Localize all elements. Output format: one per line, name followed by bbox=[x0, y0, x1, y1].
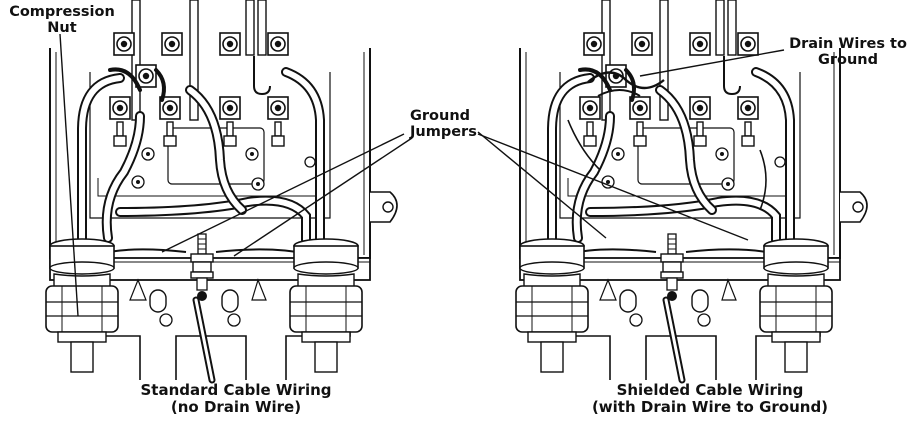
caption-standard-title: Standard Cable Wiring bbox=[140, 381, 332, 399]
standard-wiring-panel bbox=[46, 0, 397, 380]
compression-nut-label: Compression Nut bbox=[6, 4, 118, 36]
caption-standard-subtitle: (no Drain Wire) bbox=[170, 397, 302, 416]
caption-standard: Standard Cable Wiring (no Drain Wire) bbox=[96, 382, 376, 416]
caption-shielded-subtitle: (with Drain Wire to Ground) bbox=[591, 397, 829, 416]
drain-wires-label-line2: Ground bbox=[817, 52, 879, 69]
ground-jumpers-label-line2: Jumpers bbox=[410, 124, 477, 141]
compression-nut-label-line1: Compression bbox=[9, 4, 115, 20]
compression-nut-label-line2: Nut bbox=[47, 20, 77, 37]
ground-jumpers-label-line1: Ground bbox=[410, 108, 471, 124]
drain-wires-label-line1: Drain Wires to bbox=[789, 36, 907, 52]
ground-jumpers-label: Ground Jumpers bbox=[410, 108, 477, 140]
caption-shielded-title: Shielded Cable Wiring bbox=[616, 381, 804, 399]
leader-lines bbox=[59, 33, 785, 317]
shielded-wiring-panel bbox=[516, 0, 867, 380]
caption-shielded: Shielded Cable Wiring (with Drain Wire t… bbox=[560, 382, 860, 416]
drain-wires-label: Drain Wires to Ground bbox=[786, 36, 910, 68]
